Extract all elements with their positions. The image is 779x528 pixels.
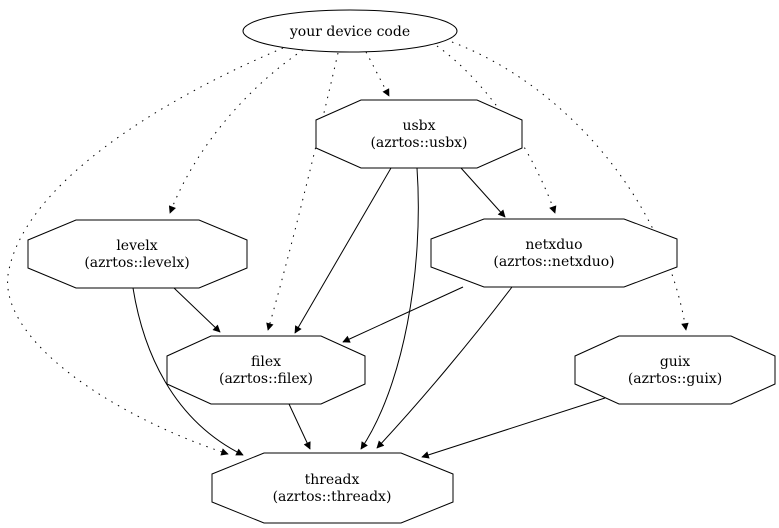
threadx-name: threadx <box>305 472 360 488</box>
edge-device-code-to-levelx <box>168 49 304 214</box>
edge-levelx-to-filex <box>173 287 221 333</box>
usbx-octagon <box>315 99 523 169</box>
usbx-package: (azrtos::usbx) <box>370 135 467 151</box>
node-levelx: levelx (azrtos::levelx) <box>27 219 248 289</box>
edge-usbx-to-filex <box>294 167 392 334</box>
threadx-octagon <box>211 452 454 524</box>
nodes: your device code usbx (azrtos::usbx) lev… <box>27 9 776 524</box>
edge-levelx-to-threadx <box>132 287 244 456</box>
filex-octagon <box>166 335 366 405</box>
netxduo-package: (azrtos::netxduo) <box>493 254 614 270</box>
node-netxduo: netxduo (azrtos::netxduo) <box>430 218 678 288</box>
edge-filex-to-threadx <box>288 403 311 450</box>
levelx-package: (azrtos::levelx) <box>84 255 189 271</box>
node-guix: guix (azrtos::guix) <box>574 335 776 405</box>
edge-device-code-to-usbx <box>365 51 390 97</box>
node-filex: filex (azrtos::filex) <box>166 335 366 405</box>
filex-package: (azrtos::filex) <box>219 371 313 387</box>
node-threadx: threadx (azrtos::threadx) <box>211 452 454 524</box>
netxduo-name: netxduo <box>525 237 582 253</box>
netxduo-octagon <box>430 218 678 288</box>
edge-device-code-to-filex <box>266 52 339 331</box>
guix-name: guix <box>660 354 690 370</box>
edge-device-code-to-threadx <box>7 47 284 456</box>
node-device-code: your device code <box>242 9 458 53</box>
levelx-name: levelx <box>116 238 157 254</box>
edge-netxduo-to-filex <box>342 286 464 343</box>
edges <box>7 41 689 459</box>
threadx-package: (azrtos::threadx) <box>273 489 392 505</box>
node-usbx: usbx (azrtos::usbx) <box>315 99 523 169</box>
usbx-name: usbx <box>402 118 435 134</box>
guix-octagon <box>574 335 776 405</box>
edge-usbx-to-netxduo <box>460 167 506 218</box>
device-code-label: your device code <box>289 24 410 40</box>
edge-guix-to-threadx <box>421 397 606 459</box>
filex-name: filex <box>251 354 281 370</box>
guix-package: (azrtos::guix) <box>628 371 722 387</box>
device-code-ellipse <box>242 9 458 53</box>
edge-usbx-to-threadx <box>360 167 419 450</box>
levelx-octagon <box>27 219 248 289</box>
edge-netxduo-to-threadx <box>376 286 513 449</box>
